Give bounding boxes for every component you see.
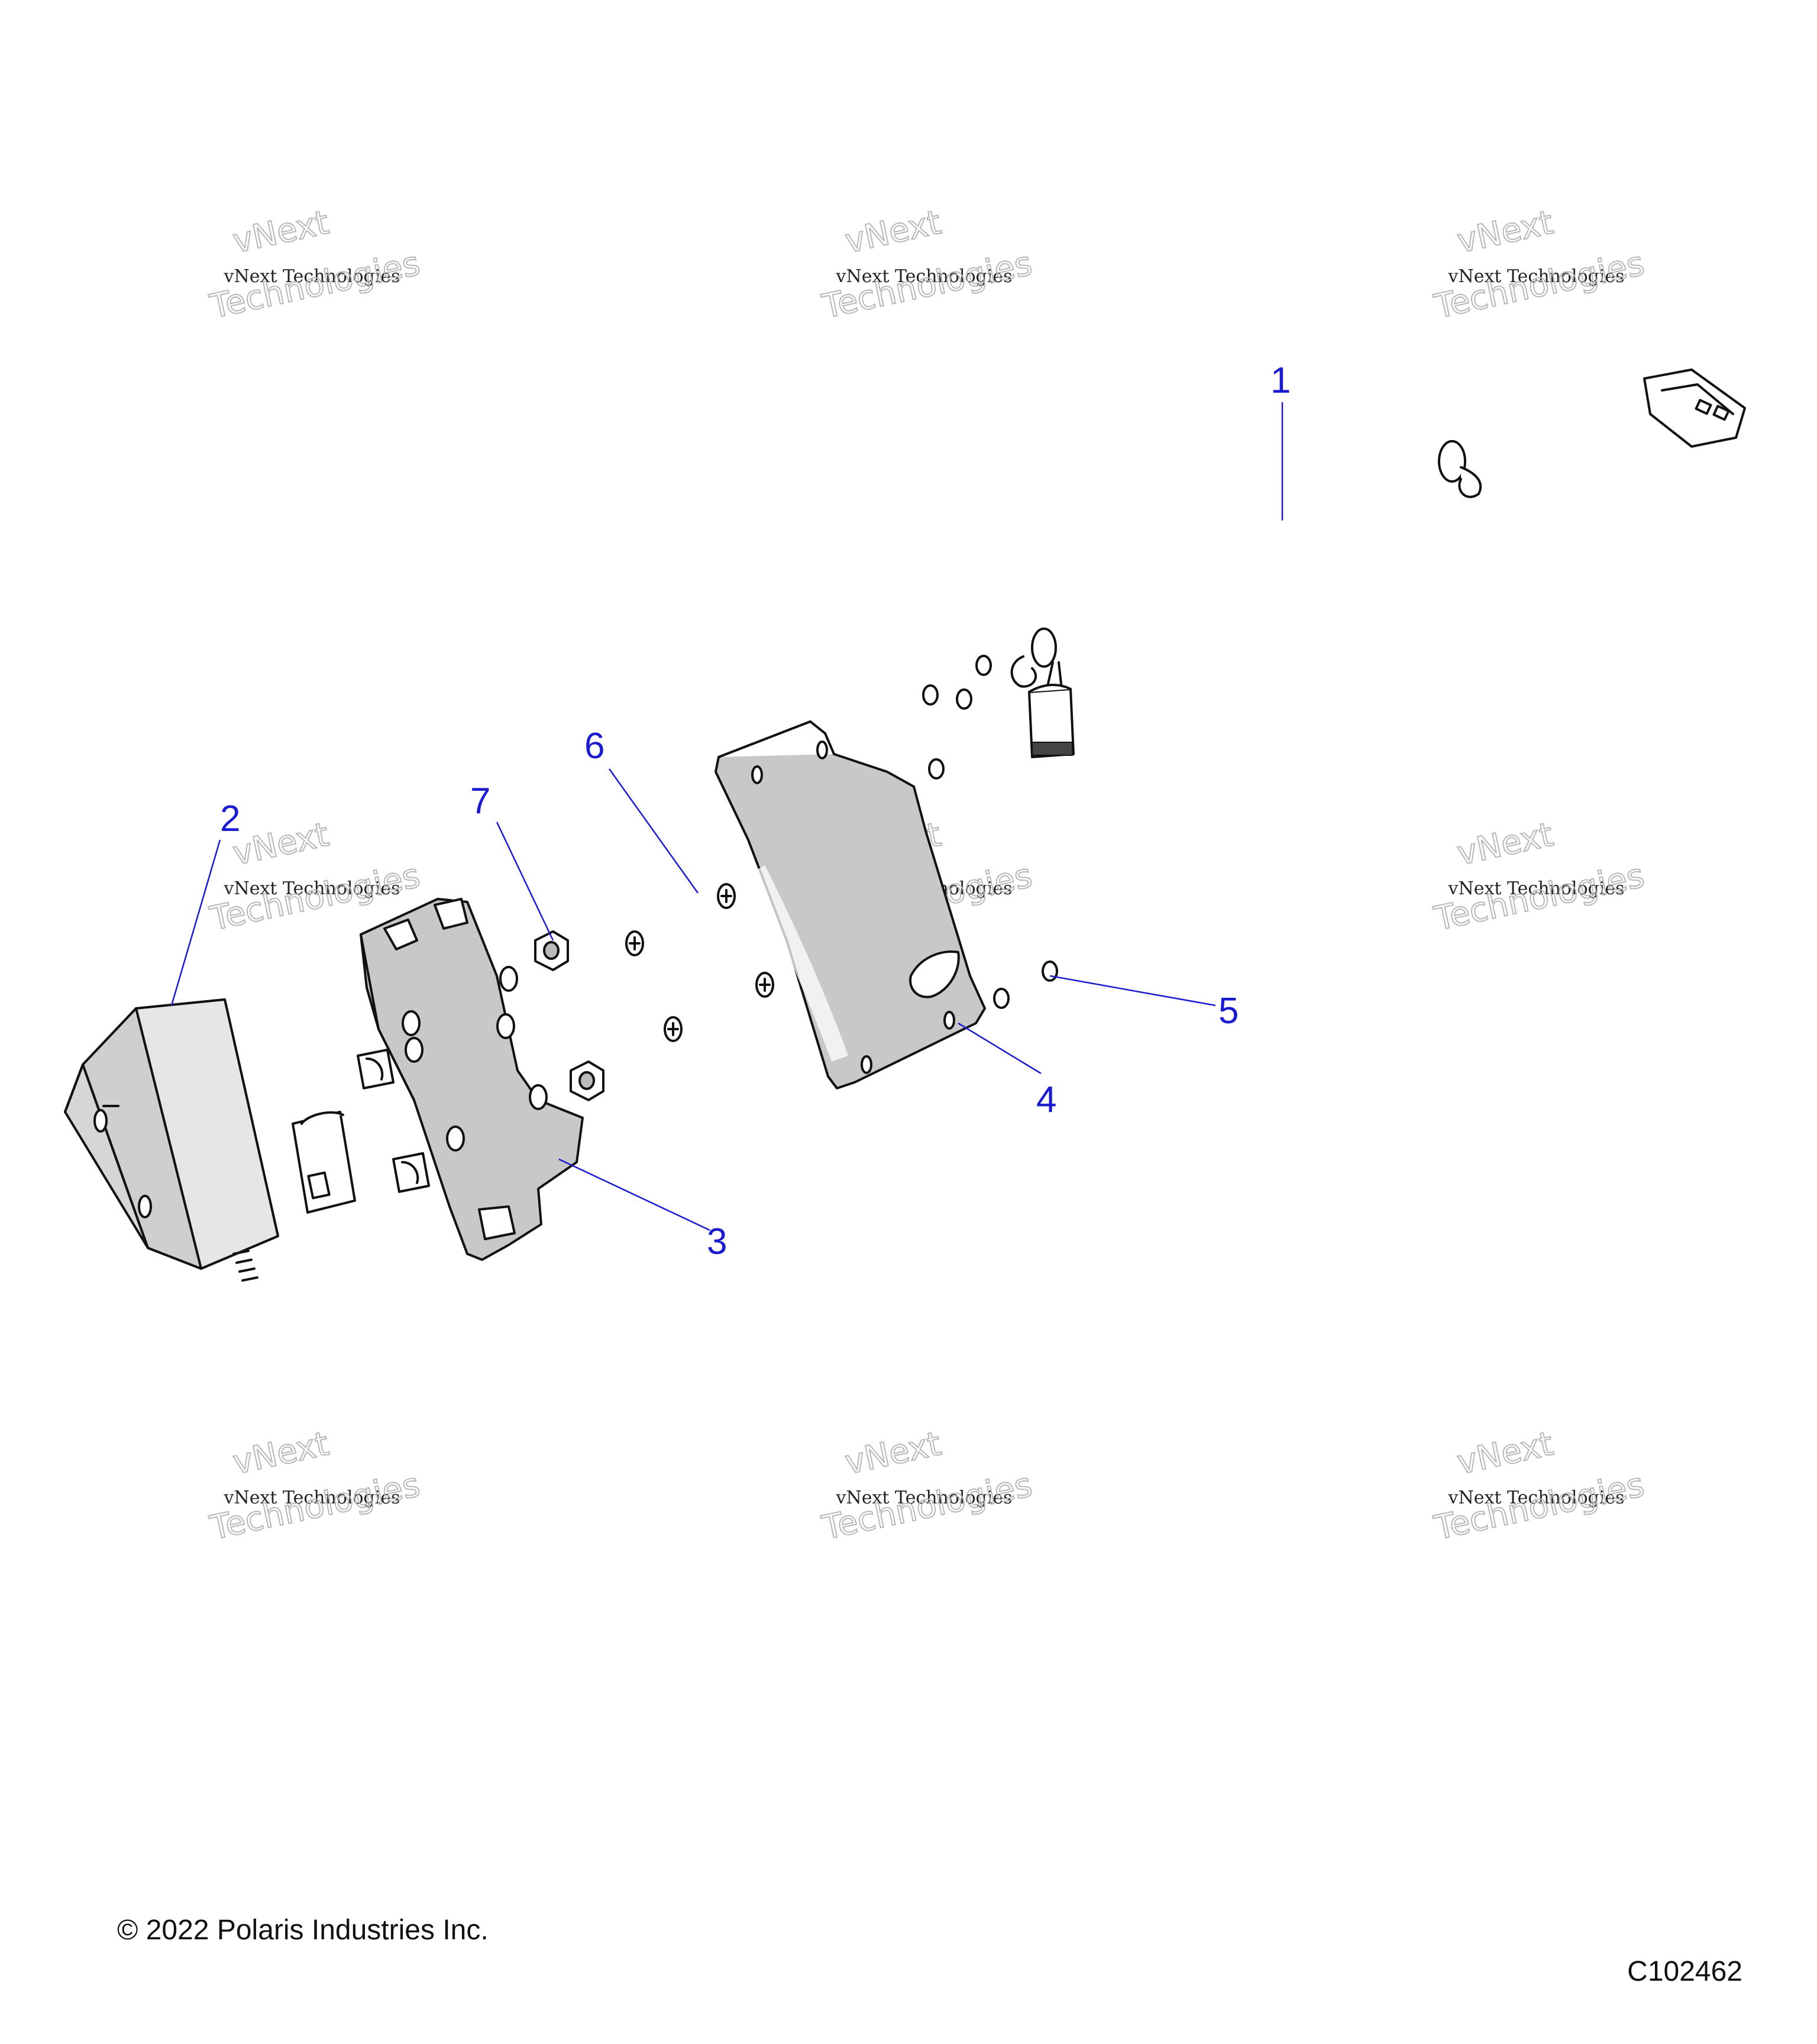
watermark-line-2: vNext Technologies — [223, 1487, 400, 1508]
leader-2 — [170, 839, 221, 1006]
screw — [720, 972, 774, 1007]
watermark: vNext vNext Technologies Technologies — [206, 203, 423, 327]
copyright-notice: © 2022 Polaris Industries Inc. — [117, 1914, 489, 1946]
callout-6: 6 — [584, 726, 604, 767]
part-5-screws — [895, 655, 1058, 1009]
callout-3: 3 — [707, 1221, 727, 1262]
part-3-mounting-bracket — [360, 898, 584, 1261]
watermark: vNext vNext Technologies Technologies — [206, 1424, 423, 1548]
callout-5: 5 — [1218, 991, 1239, 1031]
watermark: vNext vNext Technologies Technologies — [818, 203, 1036, 327]
harness-connector — [1643, 368, 1746, 448]
watermark-line-2: vNext Technologies — [1447, 1487, 1624, 1508]
screw — [1029, 960, 1058, 982]
harness-clip-left — [1010, 628, 1057, 688]
part-4-cover-plate — [714, 720, 986, 1089]
watermark-line-1: vNext — [229, 203, 332, 261]
leader-6 — [608, 768, 699, 894]
watermark-line-1: vNext — [1454, 1425, 1557, 1483]
screw — [949, 655, 992, 681]
screw — [946, 688, 972, 710]
part-6-screws — [590, 883, 774, 1051]
watermark-line-1: vNext — [1454, 816, 1557, 874]
watermark-line-2: vNext Technologies — [223, 266, 400, 287]
harness-relay-module — [1028, 661, 1075, 758]
leader-3 — [558, 1158, 710, 1231]
watermark-line-1: vNext — [229, 1425, 332, 1483]
clip-nuts — [357, 1049, 430, 1193]
leader-4 — [958, 1022, 1042, 1075]
screw — [682, 883, 736, 918]
screw — [590, 930, 644, 965]
screw — [984, 988, 1010, 1009]
watermark: vNext vNext Technologies Technologies — [818, 1424, 1036, 1548]
watermark-line-2: vNext Technologies — [223, 878, 400, 899]
watermark-line-1: vNext — [1454, 203, 1557, 261]
callout-4: 4 — [1036, 1079, 1056, 1120]
watermark-line-1: vNext — [229, 816, 332, 874]
watermark-line-2: vNext Technologies — [1447, 878, 1624, 899]
callout-numbers: 1 2 3 4 5 6 7 — [220, 360, 1291, 1262]
figure-id: C102462 — [1627, 1956, 1742, 1987]
callout-7: 7 — [470, 781, 490, 822]
watermark-line-2: vNext Technologies — [835, 1487, 1012, 1508]
screw — [895, 684, 939, 710]
watermark-line-2: vNext Technologies — [1447, 266, 1624, 287]
part-1-wire-harness — [1010, 368, 1746, 758]
screw — [901, 758, 945, 784]
leader-5 — [1049, 975, 1216, 1007]
watermark: vNext vNext Technologies Technologies — [1430, 815, 1648, 939]
watermark: vNext vNext Technologies Technologies — [1430, 203, 1648, 327]
harness-clip-right — [1438, 440, 1482, 499]
callout-1: 1 — [1270, 360, 1291, 401]
leader-lines — [170, 402, 1283, 1231]
screw — [629, 1016, 683, 1051]
watermark-line-2: vNext Technologies — [835, 266, 1012, 287]
watermark-line-1: vNext — [842, 1425, 945, 1483]
leader-7 — [496, 822, 554, 941]
part-2-regulator — [64, 998, 356, 1312]
watermark: vNext vNext Technologies Technologies — [1430, 1424, 1648, 1548]
watermark-line-1: vNext — [842, 203, 945, 261]
part-7-hex-nuts — [534, 930, 604, 1101]
callout-2: 2 — [220, 798, 240, 839]
